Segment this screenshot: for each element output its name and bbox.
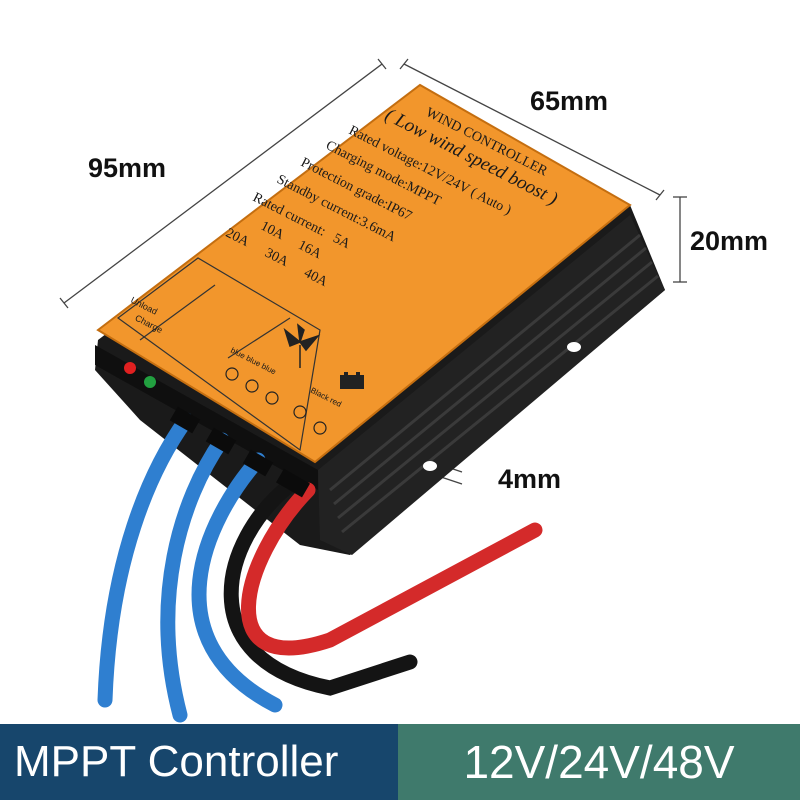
charge-led <box>144 376 156 388</box>
blue-wire <box>160 432 230 723</box>
current-option: 5A <box>330 231 353 253</box>
wind-turbine-icon <box>283 323 321 368</box>
blue-wire <box>97 412 194 708</box>
terminal-markers <box>225 367 327 435</box>
mounting-hole <box>423 461 437 471</box>
dimension-width: 65mm <box>530 86 609 116</box>
banner-title: MPPT Controller <box>14 737 339 786</box>
black-wire <box>223 477 418 696</box>
bottom-banner: MPPT Controller 12V/24V/48V <box>0 724 800 800</box>
mounting-hole <box>567 342 581 352</box>
cables <box>97 406 543 723</box>
banner-left: MPPT Controller <box>0 724 398 800</box>
banner-voltage: 12V/24V/48V <box>463 736 735 788</box>
battery-icon <box>340 372 364 389</box>
controller-label <box>96 83 632 464</box>
banner-right: 12V/24V/48V <box>398 724 800 800</box>
blue-wire <box>191 452 283 713</box>
unload-led <box>124 362 136 374</box>
red-wire <box>241 482 543 656</box>
dimension-length: 95mm <box>88 153 167 183</box>
dimension-hole: 4mm <box>498 464 562 494</box>
dimension-height: 20mm <box>690 226 769 256</box>
